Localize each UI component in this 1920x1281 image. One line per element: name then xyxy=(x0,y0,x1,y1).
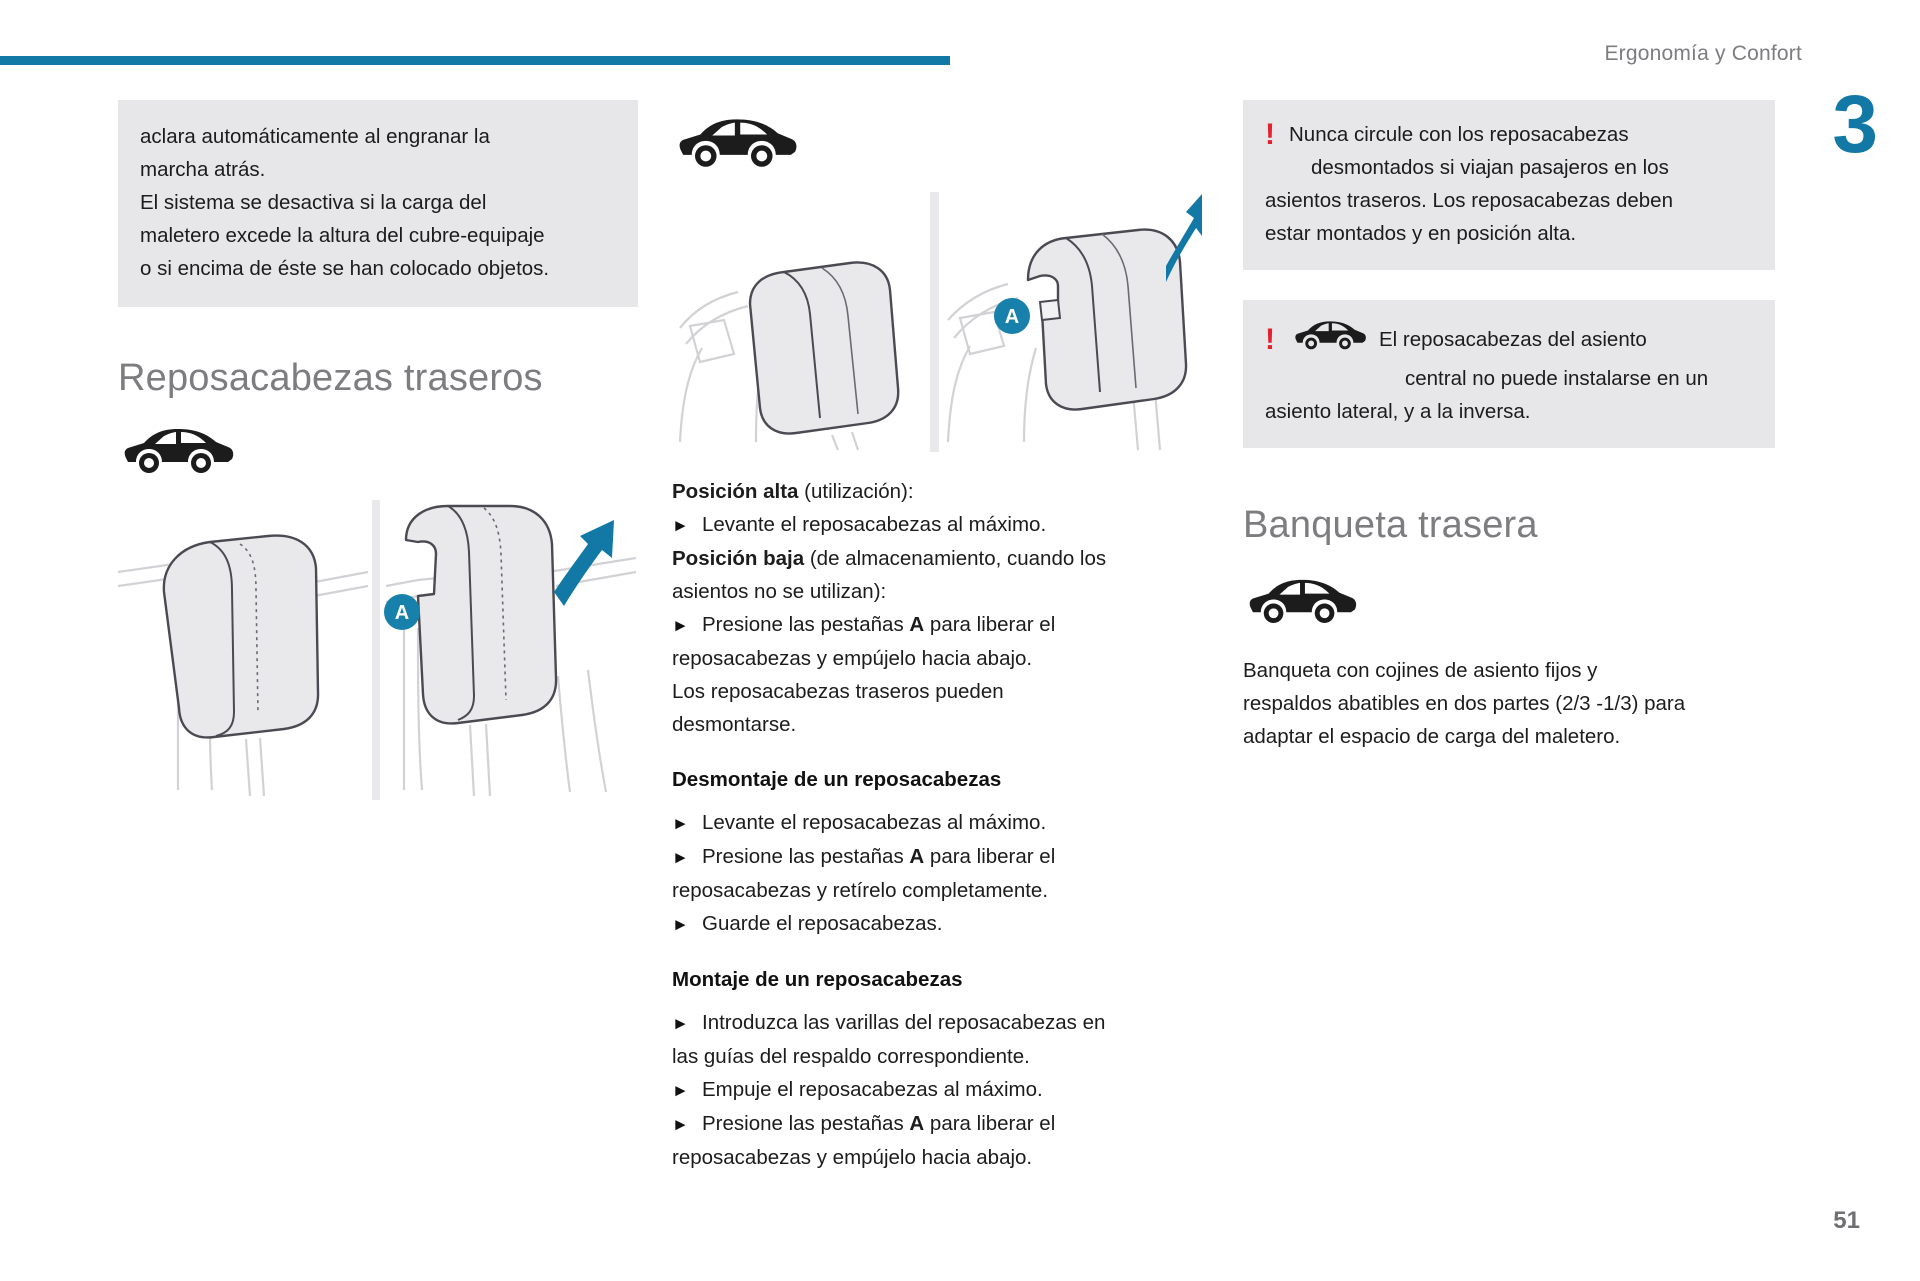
car-side-icon xyxy=(672,114,1202,170)
posicion-alta-label-line: Posición alta (utilización): xyxy=(672,475,1202,508)
posicion-alta-step: ► Levante el reposacabezas al máximo. xyxy=(672,508,1202,542)
left-info-line-3: El sistema se desactiva si la carga del xyxy=(140,191,487,214)
left-info-line-5: o si encima de éste se han colocado obje… xyxy=(140,257,550,280)
headrest-release-tab-illustration: A xyxy=(672,192,1202,457)
posicion-alta-label: Posición alta xyxy=(672,480,799,503)
warning-1-text-1: Nunca circule con los reposacabezas xyxy=(1289,123,1629,146)
desmontaje-step-3-text: Guarde el reposacabezas. xyxy=(702,912,943,935)
warning-1-line-3: asientos traseros. Los reposacabezas deb… xyxy=(1265,189,1673,212)
warning-2-text-1: El reposacabezas del asiento xyxy=(1379,328,1647,351)
posicion-baja-note-2: desmontarse. xyxy=(672,713,797,736)
left-info-line-2: marcha atrás. xyxy=(140,158,266,181)
tab-label-a: A xyxy=(909,1112,925,1135)
tab-label-a: A xyxy=(909,613,925,636)
posicion-baja-label-line: Posición baja (de almacenamiento, cuando… xyxy=(672,542,1202,575)
left-info-line-1: aclara automáticamente al engranar la xyxy=(140,125,490,148)
svg-text:A: A xyxy=(1005,306,1019,328)
warning-1-line-4: estar montados y en posición alta. xyxy=(1265,222,1577,245)
svg-text:A: A xyxy=(395,602,409,624)
desmontaje-step-1-text: Levante el reposacabezas al máximo. xyxy=(702,811,1047,834)
posicion-baja-step-pre: Presione las pestañas xyxy=(702,613,910,636)
chapter-number: 3 xyxy=(1832,79,1878,170)
header-accent-rule xyxy=(0,56,950,65)
montaje-step-3: ► Presione las pestañas A para liberar el xyxy=(672,1107,1202,1141)
exclamation-icon: ! xyxy=(1265,118,1275,151)
desmontaje-step-2-cont: reposacabezas y retírelo completamente. xyxy=(672,879,1049,902)
banqueta-line-3: adaptar el espacio de carga del maletero… xyxy=(1243,725,1621,748)
right-column: ! Nunca circule con los reposacabezas des… xyxy=(1243,100,1775,753)
headrest-low-high-illustration: A xyxy=(117,500,638,805)
middle-column: A Posición alta (utilización): ► Levante … xyxy=(672,100,1202,1174)
posicion-alta-step-text: Levante el reposacabezas al máximo. xyxy=(702,513,1047,536)
warning-box-headrests-required: ! Nunca circule con los reposacabezas des… xyxy=(1243,100,1775,270)
running-head-title: Ergonomía y Confort xyxy=(1604,42,1802,65)
montaje-step-3-post: para liberar el xyxy=(924,1112,1056,1135)
page-number: 51 xyxy=(1833,1207,1860,1234)
warning-1-line-2: desmontados si viajan pasajeros en los xyxy=(1311,156,1669,179)
montaje-step-1-text: Introduzca las varillas del reposacabeza… xyxy=(702,1011,1106,1034)
montaje-step-2: ► Empuje el reposacabezas al máximo. xyxy=(672,1073,1202,1107)
banqueta-line-2: respaldos abatibles en dos partes (2/3 -… xyxy=(1243,692,1686,715)
posicion-alta-suffix: (utilización): xyxy=(798,480,914,503)
subhead-desmontaje: Desmontaje de un reposacabezas xyxy=(672,768,1002,791)
tab-label-a: A xyxy=(909,845,925,868)
exclamation-icon: ! xyxy=(1265,323,1275,356)
warning-2-line-3: asiento lateral, y a la inversa. xyxy=(1265,400,1531,423)
car-side-icon xyxy=(1291,318,1369,362)
banqueta-line-1: Banqueta con cojines de asiento fijos y xyxy=(1243,659,1598,682)
posicion-baja-label: Posición baja xyxy=(672,547,805,570)
bullet-arrow-icon: ► xyxy=(672,1115,689,1134)
desmontaje-step-1: ► Levante el reposacabezas al máximo. xyxy=(672,806,1202,840)
banqueta-description: Banqueta con cojines de asiento fijos y … xyxy=(1243,654,1775,753)
montaje-step-1-cont: las guías del respaldo correspondiente. xyxy=(672,1045,1030,1068)
warning-box-central-headrest: ! El reposacabezas del asiento central n… xyxy=(1243,300,1775,448)
montaje-step-3-cont: reposacabezas y empújelo hacia abajo. xyxy=(672,1146,1033,1169)
bullet-arrow-icon: ► xyxy=(672,616,689,635)
bullet-arrow-icon: ► xyxy=(672,848,689,867)
bullet-arrow-icon: ► xyxy=(672,516,689,535)
page-title-reposacabezas-traseros: Reposacabezas traseros xyxy=(118,357,543,399)
warning-2-line-1: ! El reposacabezas del asiento xyxy=(1265,318,1751,362)
subhead-montaje: Montaje de un reposacabezas xyxy=(672,968,963,991)
warning-2-line-2: central no puede instalarse en un xyxy=(1405,367,1709,390)
warning-1-line-1: ! Nunca circule con los reposacabezas xyxy=(1265,118,1751,151)
posicion-baja-suffix: (de almacenamiento, cuando los xyxy=(804,547,1107,570)
desmontaje-step-2-pre: Presione las pestañas xyxy=(702,845,910,868)
callout-badge-a: A xyxy=(994,298,1030,334)
left-column: aclara automáticamente al engranar la ma… xyxy=(117,100,638,805)
bullet-arrow-icon: ► xyxy=(672,915,689,934)
page-title-banqueta-trasera: Banqueta trasera xyxy=(1243,504,1538,546)
left-info-line-4: maletero excede la altura del cubre-equi… xyxy=(140,224,545,247)
bullet-arrow-icon: ► xyxy=(672,1081,689,1100)
desmontaje-step-2-post: para liberar el xyxy=(924,845,1056,868)
left-info-box: aclara automáticamente al engranar la ma… xyxy=(118,100,638,307)
posicion-baja-step-post: para liberar el xyxy=(924,613,1056,636)
car-side-icon xyxy=(118,424,638,476)
callout-badge-a: A xyxy=(384,594,420,630)
desmontaje-step-3: ► Guarde el reposacabezas. xyxy=(672,907,1202,941)
montaje-step-3-pre: Presione las pestañas xyxy=(702,1112,910,1135)
montaje-step-1: ► Introduzca las varillas del reposacabez… xyxy=(672,1006,1202,1040)
posicion-baja-step-1-cont: reposacabezas y empújelo hacia abajo. xyxy=(672,647,1033,670)
bullet-arrow-icon: ► xyxy=(672,1014,689,1033)
desmontaje-step-2: ► Presione las pestañas A para liberar el xyxy=(672,840,1202,874)
posicion-baja-step-1: ► Presione las pestañas A para liberar el xyxy=(672,608,1202,642)
posicion-baja-note-1: Los reposacabezas traseros pueden xyxy=(672,680,1004,703)
montaje-step-2-text: Empuje el reposacabezas al máximo. xyxy=(702,1078,1043,1101)
car-side-icon xyxy=(1243,575,1775,626)
bullet-arrow-icon: ► xyxy=(672,814,689,833)
posicion-baja-suffix-2: asientos no se utilizan): xyxy=(672,580,887,603)
